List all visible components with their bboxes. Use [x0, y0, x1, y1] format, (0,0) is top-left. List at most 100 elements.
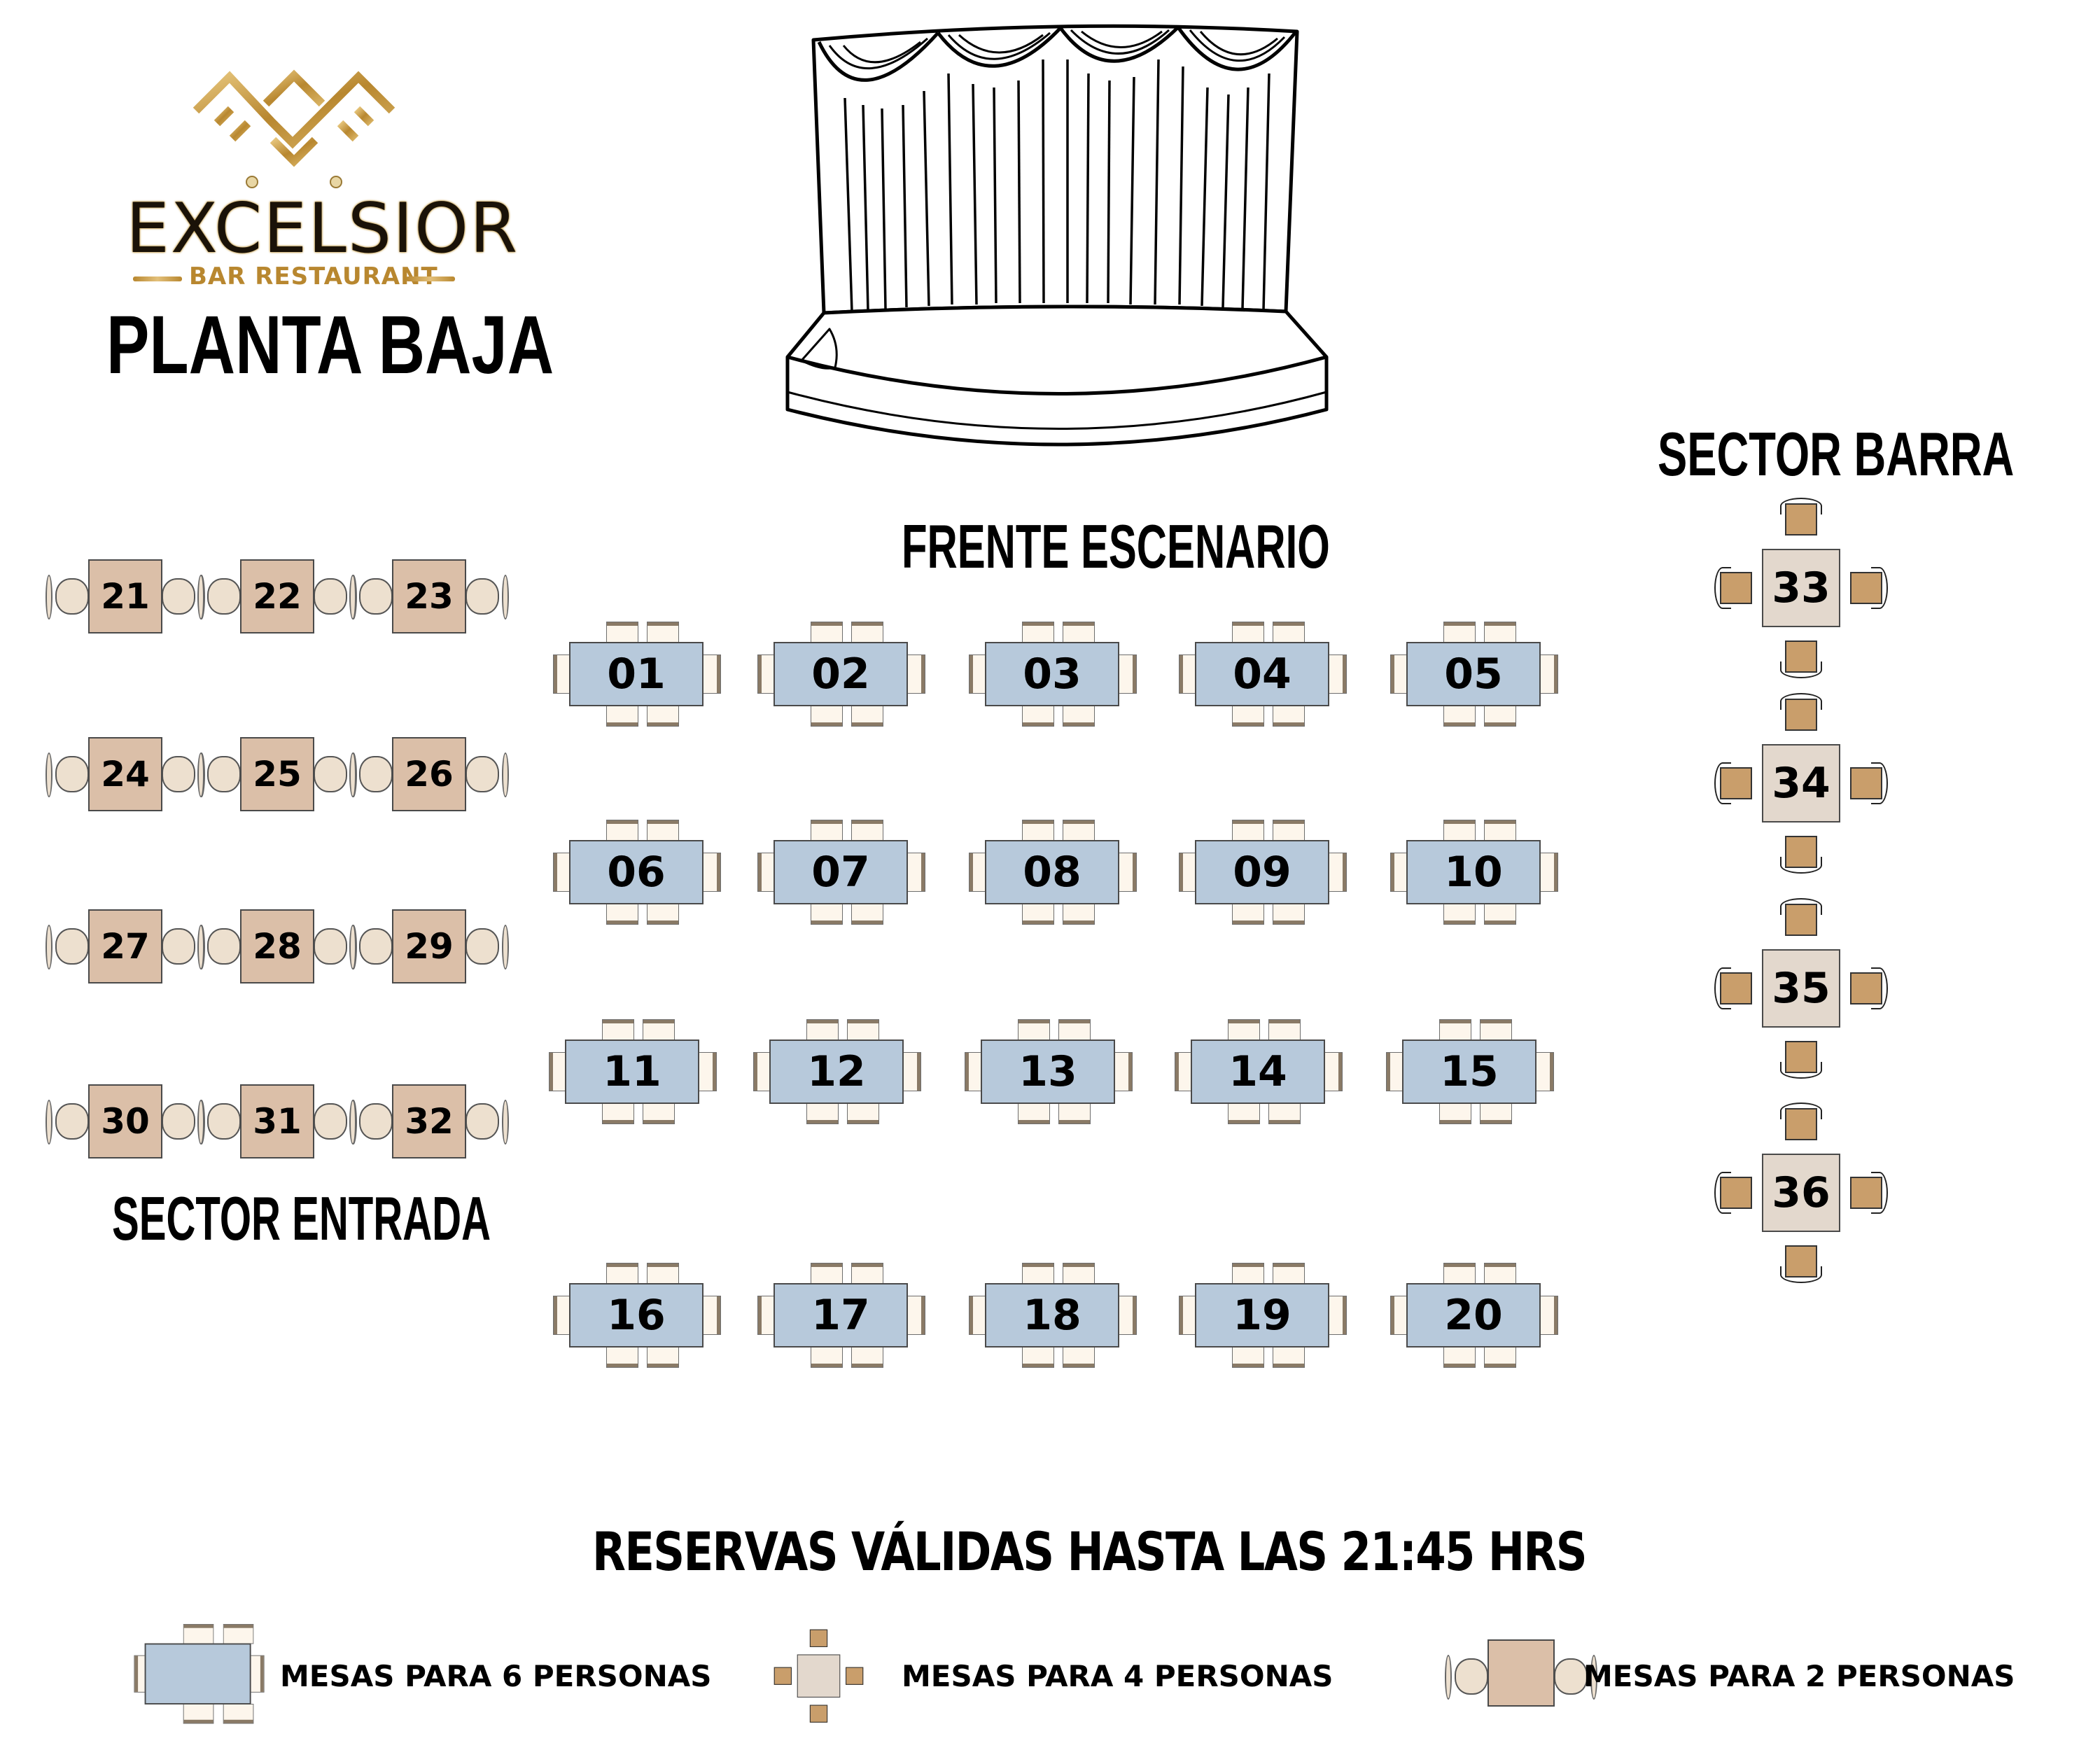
two-seat-table[interactable]: 29	[317, 909, 541, 986]
six-seat-table[interactable]: 02	[749, 622, 987, 727]
chair-icon	[1018, 1019, 1050, 1040]
chair-back-icon	[1871, 1172, 1888, 1214]
chair-icon	[1228, 1103, 1260, 1124]
six-seat-table[interactable]: 10	[1382, 820, 1620, 925]
chair-icon	[606, 1347, 638, 1368]
table-number: 14	[1191, 1040, 1325, 1104]
table-number: 18	[985, 1283, 1119, 1348]
chair-icon	[1022, 904, 1054, 925]
two-seat-table[interactable]: 31	[165, 1084, 389, 1161]
table-number: 03	[985, 642, 1119, 706]
chair-icon	[1232, 1263, 1264, 1284]
table-number: 31	[240, 1084, 314, 1158]
chair-icon	[359, 1103, 393, 1140]
two-seat-table[interactable]: 23	[317, 559, 541, 636]
two-seat-table[interactable]: 32	[317, 1084, 541, 1161]
chair-icon	[1063, 820, 1095, 841]
table-number: 08	[985, 840, 1119, 904]
chair-icon	[1785, 1041, 1817, 1073]
chair-icon	[811, 820, 843, 841]
chair-icon	[1386, 1052, 1404, 1091]
six-seat-table[interactable]: 11	[540, 1019, 778, 1124]
chair-icon	[757, 853, 776, 892]
chair-icon	[1022, 622, 1054, 643]
chair-back-icon	[1871, 567, 1888, 609]
six-seat-table[interactable]: 07	[749, 820, 987, 925]
legend-two-seat-label: MESAS PARA 2 PERSONAS	[1583, 1659, 2015, 1693]
chair-icon	[647, 1263, 679, 1284]
six-seat-table[interactable]: 09	[1170, 820, 1408, 925]
chair-icon	[1022, 1347, 1054, 1368]
chair-icon	[811, 904, 843, 925]
six-seat-table[interactable]: 12	[745, 1019, 983, 1124]
chair-back-icon	[46, 752, 52, 797]
chair-back-icon	[1780, 1102, 1822, 1119]
chair-icon	[1063, 904, 1095, 925]
chair-back-icon	[1714, 967, 1731, 1009]
chair-icon	[847, 1019, 879, 1040]
chair-back-icon	[46, 575, 52, 620]
chair-back-icon	[46, 925, 52, 969]
chair-back-icon	[197, 752, 204, 797]
six-seat-table[interactable]: 15	[1378, 1019, 1616, 1124]
chair-icon	[1439, 1019, 1471, 1040]
chair-icon	[647, 820, 679, 841]
six-seat-table[interactable]: 14	[1166, 1019, 1404, 1124]
six-seat-table[interactable]: 20	[1382, 1263, 1620, 1368]
chair-icon	[1022, 706, 1054, 727]
chair-icon	[1273, 1263, 1305, 1284]
chair-back-icon	[1871, 762, 1888, 804]
chair-icon	[1114, 1052, 1133, 1091]
six-seat-table[interactable]: 17	[749, 1263, 987, 1368]
two-seat-table[interactable]: 26	[317, 737, 541, 814]
chair-back-icon	[502, 752, 509, 797]
legend-two-seat-swatch	[1413, 1639, 1637, 1716]
chair-icon	[703, 654, 721, 694]
table-number: 15	[1402, 1040, 1536, 1104]
chair-icon	[1119, 1296, 1137, 1335]
six-seat-table[interactable]: 08	[960, 820, 1198, 925]
six-seat-table[interactable]: 03	[960, 622, 1198, 727]
chair-icon	[549, 1052, 567, 1091]
two-seat-table[interactable]: 21	[13, 559, 237, 636]
chair-icon	[55, 578, 89, 615]
sector-barra-label: SECTOR BARRA	[1658, 419, 2015, 489]
table-number: 30	[88, 1084, 162, 1158]
six-seat-table[interactable]: 13	[956, 1019, 1194, 1124]
chair-back-icon	[1780, 1062, 1822, 1079]
four-seat-table[interactable]: 36	[1710, 1098, 1892, 1287]
chair-icon	[1268, 1019, 1301, 1040]
chair-icon	[1785, 1108, 1817, 1140]
table-number: 35	[1762, 949, 1840, 1028]
four-seat-table[interactable]: 33	[1710, 493, 1892, 682]
table-number: 16	[569, 1283, 704, 1348]
chair-icon	[1720, 572, 1752, 604]
chair-back-icon	[349, 1100, 356, 1144]
chair-icon	[647, 706, 679, 727]
chair-icon	[1720, 767, 1752, 799]
six-seat-table[interactable]: 05	[1382, 622, 1620, 727]
chair-icon	[1232, 622, 1264, 643]
table-number: 33	[1762, 549, 1840, 627]
chair-icon	[647, 622, 679, 643]
table-number: 01	[569, 642, 704, 706]
six-seat-table[interactable]: 16	[545, 1263, 783, 1368]
six-seat-table[interactable]: 19	[1170, 1263, 1408, 1368]
chair-icon	[969, 1296, 987, 1335]
four-seat-table[interactable]: 34	[1710, 689, 1892, 878]
chair-icon	[1540, 853, 1558, 892]
table-number: 32	[392, 1084, 466, 1158]
six-seat-table[interactable]: 06	[545, 820, 783, 925]
chair-icon	[1179, 853, 1197, 892]
six-seat-table[interactable]: 01	[545, 622, 783, 727]
chair-icon	[757, 654, 776, 694]
six-seat-table[interactable]: 04	[1170, 622, 1408, 727]
two-seat-table[interactable]: 30	[13, 1084, 237, 1161]
chair-icon	[1179, 654, 1197, 694]
table-number: 26	[392, 737, 466, 811]
chair-icon	[602, 1103, 634, 1124]
six-seat-table[interactable]: 18	[960, 1263, 1198, 1368]
four-seat-table[interactable]: 35	[1710, 894, 1892, 1083]
chair-icon	[907, 654, 925, 694]
chair-icon	[1119, 853, 1137, 892]
